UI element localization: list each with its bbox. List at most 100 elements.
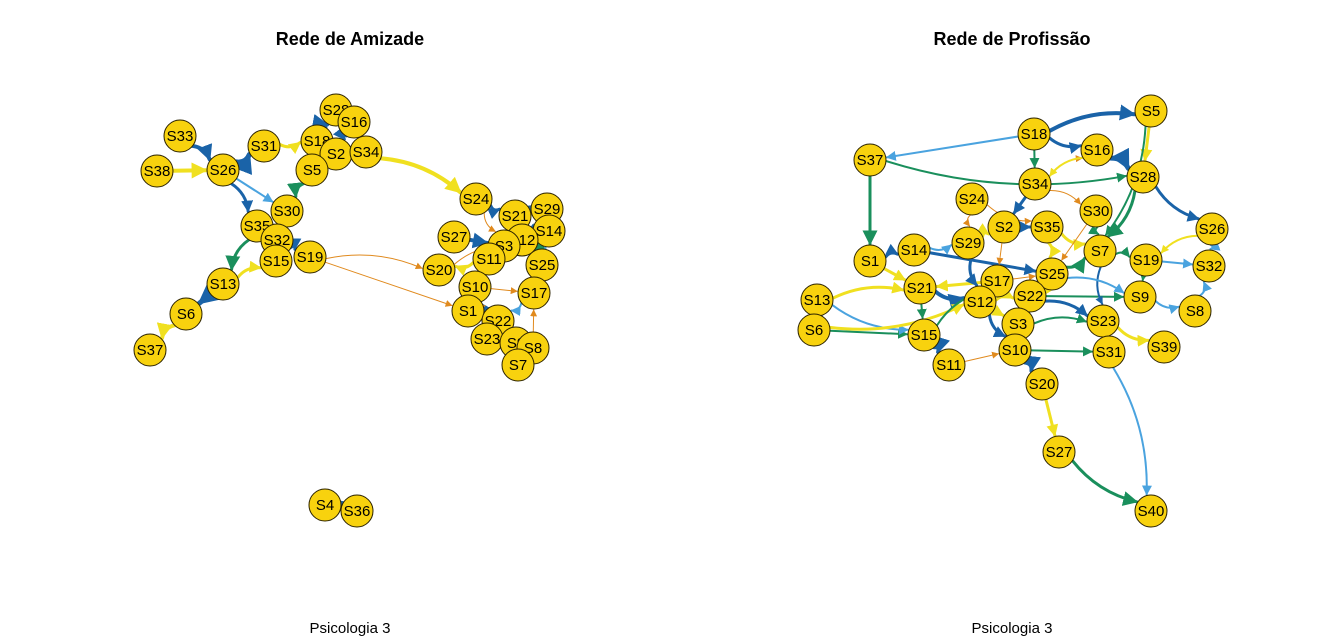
node-S37: S37 (853, 143, 887, 177)
edge-S35-S13 (225, 238, 251, 271)
edge-S5-S30 (286, 182, 306, 198)
node-S19: S19 (293, 240, 327, 274)
node-S25: S25 (525, 248, 559, 282)
node-circle (907, 318, 941, 352)
node-circle (1123, 280, 1157, 314)
edge-S20-S27 (1044, 398, 1059, 438)
node-S2: S2 (987, 210, 1021, 244)
node-circle (1079, 194, 1113, 228)
edge-S15-S11 (932, 335, 951, 354)
node-label: S31 (1096, 344, 1123, 361)
node-circle (951, 226, 985, 260)
node-circle (293, 240, 327, 274)
node-S1: S1 (451, 294, 485, 328)
node-label: S29 (534, 201, 561, 218)
node-label: S5 (1142, 103, 1160, 120)
node-S15: S15 (259, 244, 293, 278)
node-label: S40 (1138, 503, 1165, 520)
edge-S19-S1 (324, 261, 453, 307)
node-label: S3 (1009, 316, 1027, 333)
node-S25: S25 (1035, 257, 1069, 291)
edge-S18-S16 (1048, 136, 1083, 154)
node-label: S5 (303, 162, 321, 179)
node-S24: S24 (955, 182, 989, 216)
node-S35: S35 (1030, 210, 1064, 244)
node-label: S2 (995, 219, 1013, 236)
panel-caption-profissao: Psicologia 3 (971, 620, 1053, 637)
node-S6: S6 (797, 313, 831, 347)
node-S26: S26 (206, 153, 240, 187)
node-label: S16 (341, 114, 368, 131)
node-label: S20 (426, 262, 453, 279)
node-label: S17 (521, 285, 548, 302)
node-circle (437, 220, 471, 254)
node-circle (308, 488, 342, 522)
node-S27: S27 (437, 220, 471, 254)
node-S36: S36 (340, 494, 374, 528)
node-S5: S5 (295, 153, 329, 187)
node-S5: S5 (1134, 94, 1168, 128)
node-S29: S29 (951, 226, 985, 260)
edge-S18-S5 (1047, 104, 1137, 133)
node-circle (501, 348, 535, 382)
edge-S16-S34 (1048, 156, 1084, 177)
node-label: S10 (1002, 342, 1029, 359)
node-S31: S31 (247, 129, 281, 163)
node-S6: S6 (169, 297, 203, 331)
edge-S17-S22 (510, 301, 523, 317)
node-label: S21 (502, 208, 529, 225)
node-circle (1025, 367, 1059, 401)
node-S4: S4 (308, 488, 342, 522)
node-S14: S14 (897, 233, 931, 267)
edge-S27-S40 (1070, 459, 1139, 506)
node-circle (932, 348, 966, 382)
node-S22: S22 (1013, 279, 1047, 313)
node-circle (1042, 435, 1076, 469)
node-S9: S9 (1123, 280, 1157, 314)
edge-S9-S8 (1154, 299, 1180, 315)
node-label: S19 (1133, 252, 1160, 269)
edge-S6-S37 (156, 322, 177, 340)
edge-S26-S19 (1160, 234, 1199, 254)
node-label: S39 (1151, 339, 1178, 356)
node-circle (1126, 160, 1160, 194)
node-circle (897, 233, 931, 267)
edge-S34-S30 (1049, 189, 1081, 205)
node-label: S37 (137, 342, 164, 359)
node-label: S23 (1090, 313, 1117, 330)
node-label: S11 (936, 357, 962, 374)
node-S20: S20 (1025, 367, 1059, 401)
edge-S16-S2 (332, 126, 348, 141)
node-label: S28 (1130, 169, 1157, 186)
node-S8: S8 (1178, 294, 1212, 328)
edge-S10-S31 (1030, 346, 1093, 357)
edge-S14-S25 (928, 251, 1037, 276)
edge-S26-S35 (229, 182, 254, 213)
node-circle (472, 242, 506, 276)
node-label: S34 (1022, 176, 1049, 193)
edge-S16-S28 (1108, 147, 1131, 171)
node-label: S30 (274, 203, 301, 220)
node-circle (169, 297, 203, 331)
node-label: S25 (1039, 266, 1066, 283)
edge-S21-S15 (916, 302, 927, 320)
node-circle (247, 129, 281, 163)
node-label: S21 (907, 280, 934, 297)
edge-S26-S30 (235, 177, 274, 203)
node-S11: S11 (932, 348, 966, 382)
edge-S12-S3 (990, 304, 1005, 317)
node-label: S12 (967, 294, 994, 311)
node-S20: S20 (422, 253, 456, 287)
node-S1: S1 (853, 244, 887, 278)
edge-S11-S10 (964, 351, 1000, 362)
node-S17: S17 (517, 276, 551, 310)
edge-S14-S29 (928, 244, 953, 255)
edge-S12-S10 (987, 313, 1007, 338)
edge-S34-S16 (1048, 155, 1083, 177)
panel-title-profissao: Rede de Profissão (933, 29, 1091, 49)
node-S27: S27 (1042, 435, 1076, 469)
node-S24: S24 (459, 182, 493, 216)
edge-S24-S3 (483, 212, 496, 232)
